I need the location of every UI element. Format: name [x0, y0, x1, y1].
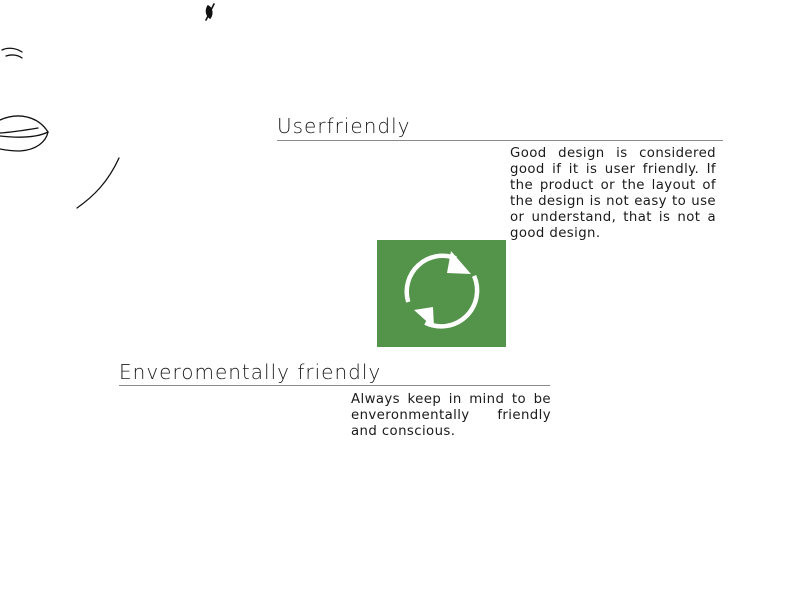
pen-nib-doodle-icon — [205, 3, 215, 21]
userfriendly-heading: Userfriendly — [277, 114, 411, 138]
recycle-arrows-icon — [404, 251, 480, 329]
environmental-divider — [119, 385, 550, 386]
userfriendly-divider — [277, 140, 723, 141]
environmental-description: Always keep in mind to be enveronmentall… — [351, 392, 551, 439]
environmental-heading: Enveromentally friendly — [119, 360, 382, 384]
leaf-doodle-icon — [0, 47, 120, 209]
recycle-tile — [377, 240, 506, 347]
userfriendly-description: Good design is considered good if it is … — [510, 146, 716, 241]
